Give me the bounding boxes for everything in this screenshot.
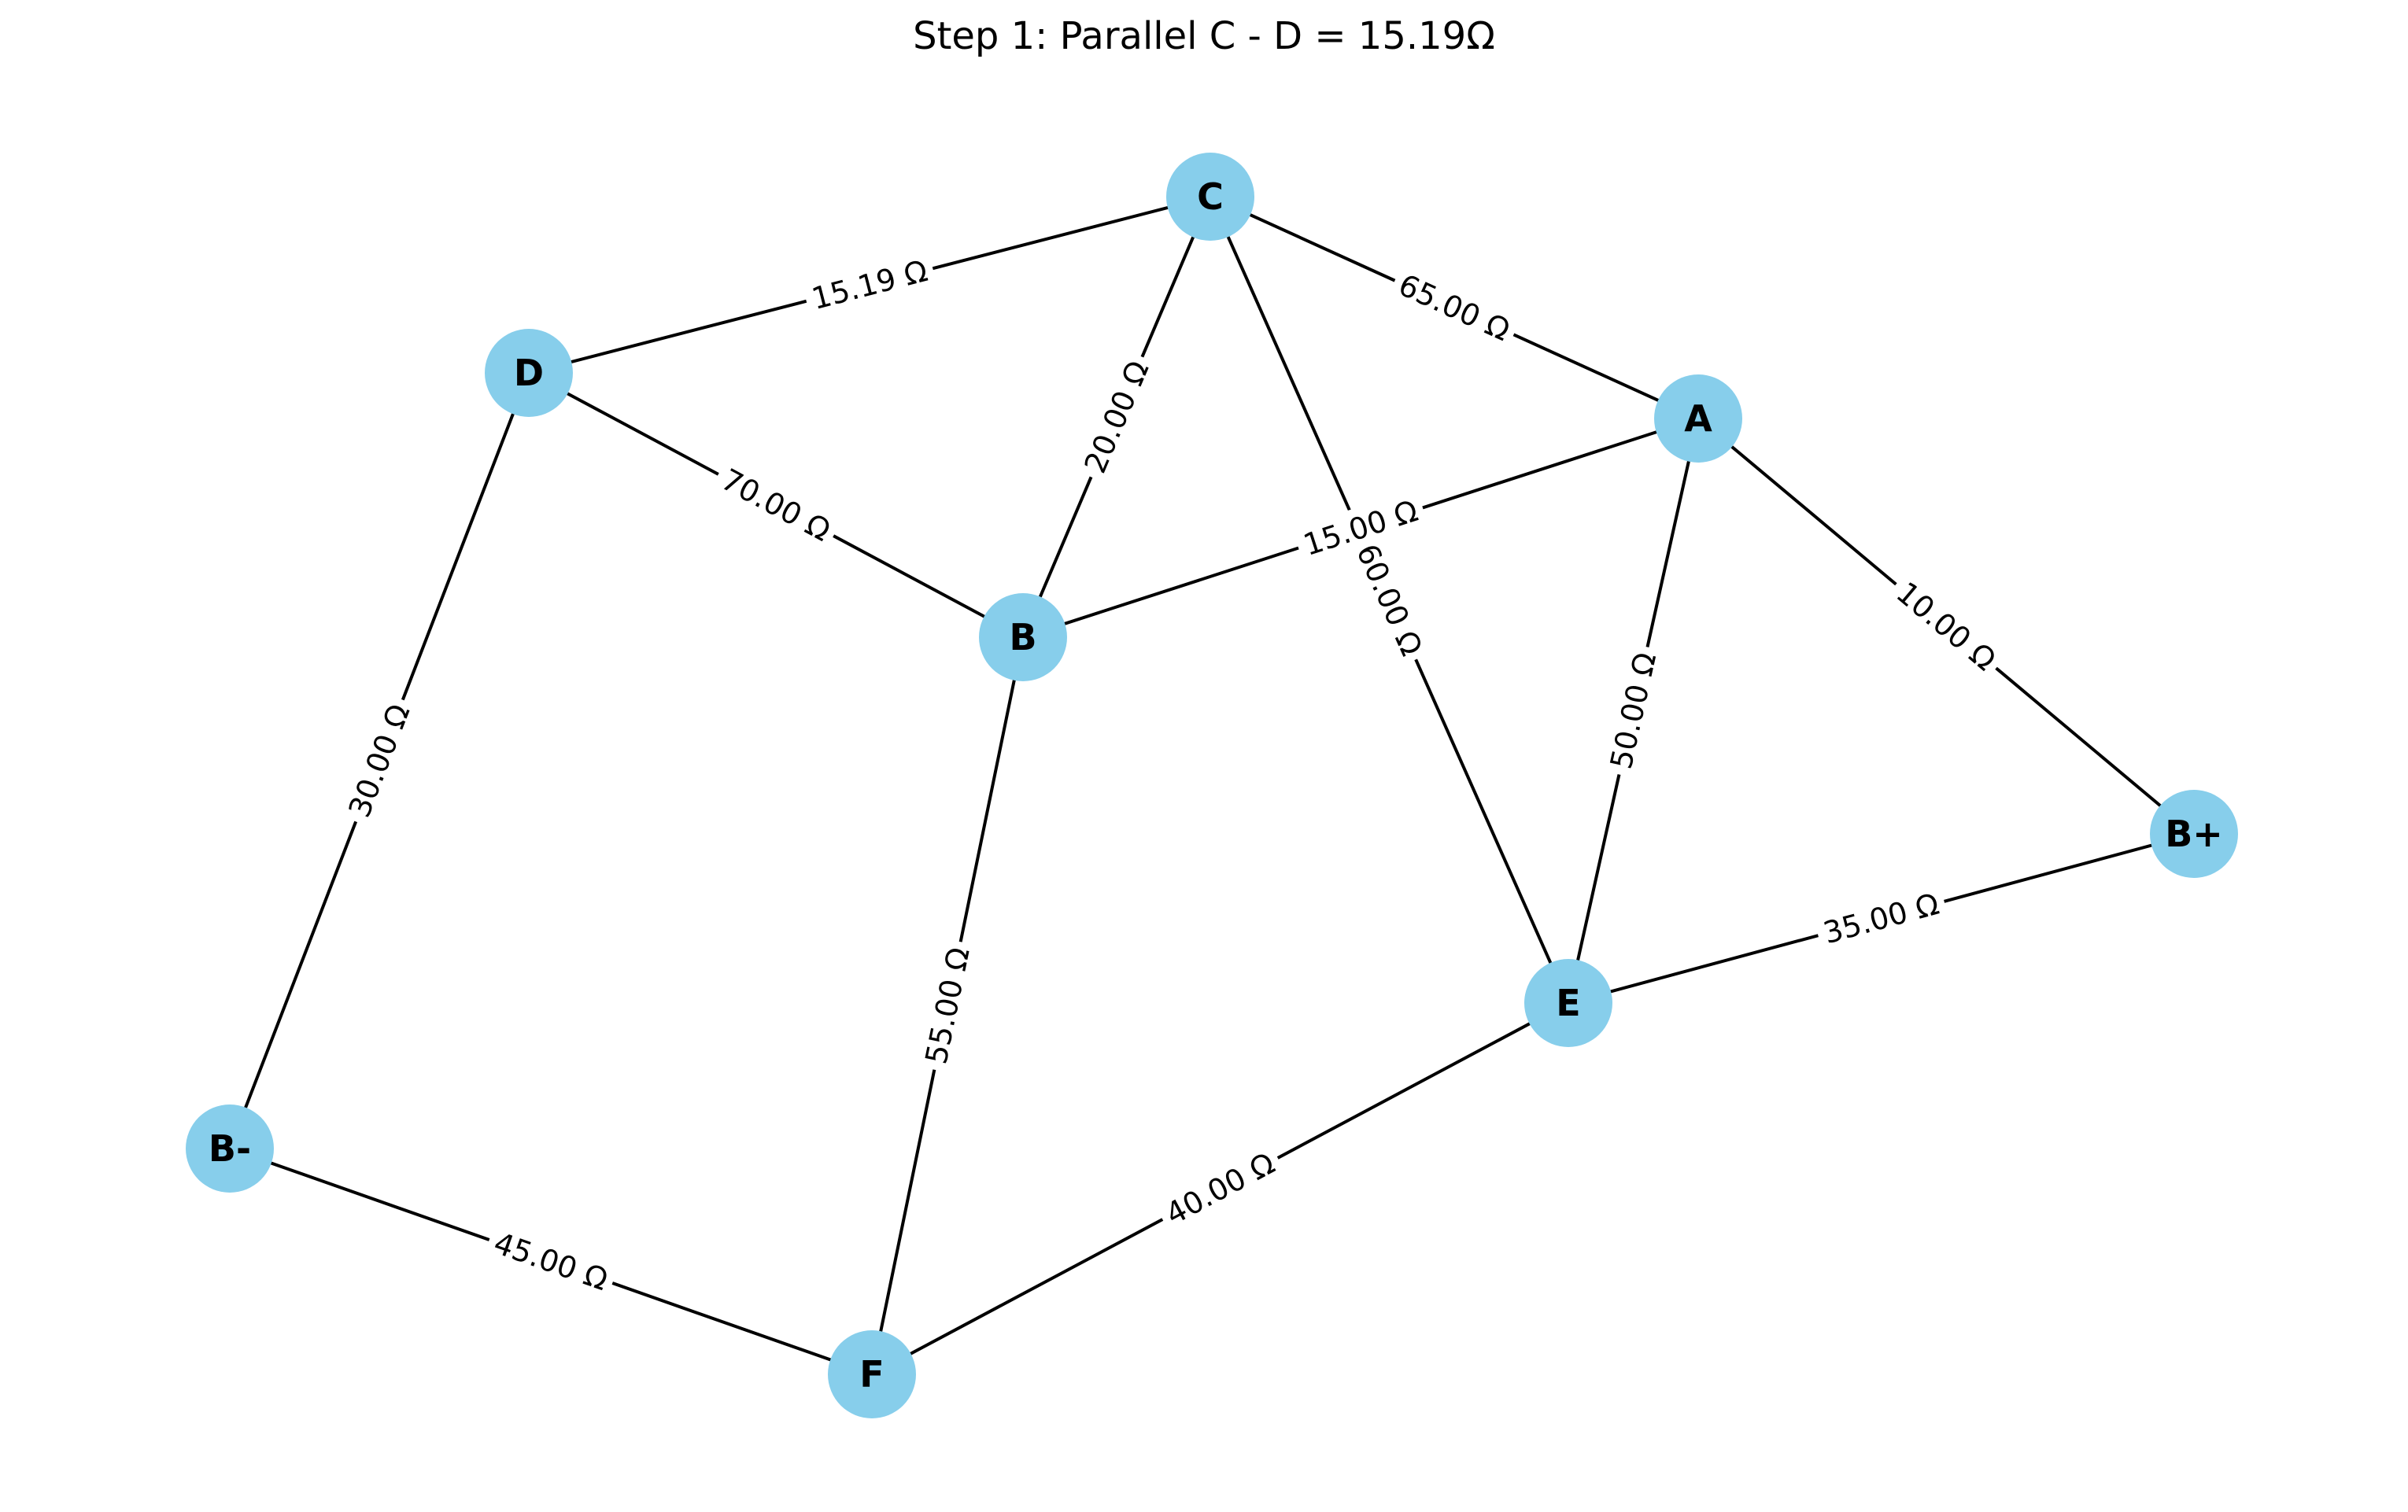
node-circle-a xyxy=(1654,374,1742,463)
edge-label-group: 30.00 Ω xyxy=(336,692,423,829)
edge-label-group: 20.00 Ω xyxy=(1072,348,1162,485)
edge-label-group: 60.00 Ω xyxy=(1344,532,1435,668)
edge-label: 60.00 Ω xyxy=(1350,539,1429,661)
node-circle-f xyxy=(828,1330,916,1418)
node-label-bplus: B+ xyxy=(2165,813,2223,855)
node-a: A xyxy=(1654,374,1742,463)
edge-label-group: 40.00 Ω xyxy=(1153,1140,1287,1237)
node-label-e: E xyxy=(1556,982,1580,1024)
edge-label: 30.00 Ω xyxy=(342,699,417,822)
edge-label-group: 65.00 Ω xyxy=(1386,261,1523,354)
edge-label: 20.00 Ω xyxy=(1077,356,1155,478)
node-label-a: A xyxy=(1684,397,1712,440)
edge-label-group: 50.00 Ω xyxy=(1599,642,1668,780)
node-label-f: F xyxy=(859,1353,884,1396)
node-circle-bplus xyxy=(2150,790,2238,878)
node-e: E xyxy=(1524,959,1612,1047)
node-b: B xyxy=(979,593,1067,681)
node-label-d: D xyxy=(514,352,544,394)
node-circle-bminus xyxy=(186,1104,274,1193)
node-circle-c xyxy=(1166,153,1254,241)
edge-label-background xyxy=(336,692,423,829)
edge-label-background xyxy=(1599,642,1668,780)
nodes-layer: C D A B B+ E B- F xyxy=(186,153,2238,1418)
edge-label-background xyxy=(1386,261,1523,354)
edge-label-group: 70.00 Ω xyxy=(708,455,844,555)
node-bplus: B+ xyxy=(2150,790,2238,878)
node-bminus: B- xyxy=(186,1104,274,1193)
edge-label-background xyxy=(1812,881,1950,956)
node-f: F xyxy=(828,1330,916,1418)
diagram-title: Step 1: Parallel C - D = 15.19Ω xyxy=(913,14,1495,58)
edge-label: 35.00 Ω xyxy=(1819,887,1942,951)
edge-label-group: 10.00 Ω xyxy=(1882,568,2010,684)
node-c: C xyxy=(1166,153,1254,241)
node-circle-d xyxy=(485,329,573,417)
edge-label-group: 55.00 Ω xyxy=(914,938,981,1074)
edge-label-background xyxy=(1072,348,1162,485)
edge-label-group: 35.00 Ω xyxy=(1812,881,1950,956)
node-circle-e xyxy=(1524,959,1612,1047)
edge-label-background xyxy=(1153,1140,1287,1237)
edge-label-background xyxy=(1292,488,1429,568)
edge-label-background xyxy=(482,1220,619,1303)
node-label-b: B xyxy=(1009,616,1036,658)
edge-label-background xyxy=(914,938,981,1074)
node-circle-b xyxy=(979,593,1067,681)
edge-label-background xyxy=(1344,532,1435,668)
node-label-bminus: B- xyxy=(209,1127,251,1170)
edge-label: 45.00 Ω xyxy=(489,1226,612,1297)
edge-label: 10.00 Ω xyxy=(1889,575,2002,677)
edge-labels-layer: 15.19 Ω 65.00 Ω 20.00 Ω 60.00 Ω 70.00 Ω 30.00… xyxy=(336,249,2010,1303)
edge-label-group: 45.00 Ω xyxy=(482,1220,619,1303)
edge-label-background xyxy=(801,249,938,321)
node-d: D xyxy=(485,329,573,417)
node-label-c: C xyxy=(1197,175,1224,218)
edge-label-background xyxy=(1882,568,2010,684)
edge-label-background xyxy=(708,455,844,555)
edge-label: 15.19 Ω xyxy=(808,253,931,316)
edge-label-group: 15.19 Ω xyxy=(801,249,938,321)
